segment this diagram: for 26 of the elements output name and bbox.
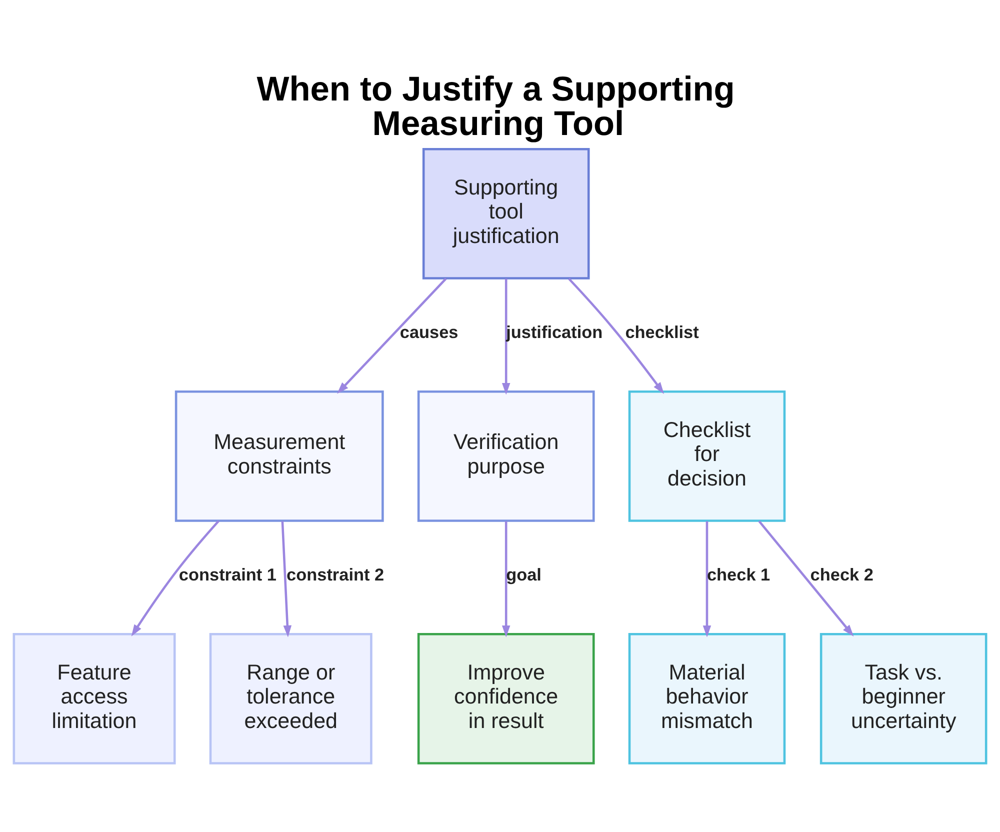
node-box: Checklist for decision — [628, 390, 786, 522]
arrow — [502, 278, 510, 395]
edge-label: checklist — [625, 322, 699, 342]
node-box: Material behavior mismatch — [628, 632, 786, 764]
edge-label: check 2 — [810, 564, 874, 584]
edge-label: causes — [400, 322, 458, 342]
arrow — [568, 278, 664, 394]
node-box: Feature access limitation — [12, 632, 176, 764]
arrow — [758, 520, 854, 636]
arrow — [702, 521, 712, 638]
node-box: Measurement constraints — [174, 390, 384, 522]
edge-label: constraint 1 — [178, 564, 276, 584]
edge-label: goal — [506, 564, 542, 584]
node-box: Verification purpose — [417, 390, 595, 522]
edge-label: constraint 2 — [286, 564, 384, 584]
diagram-title: When to Justify a Supporting Measuring Tool — [256, 70, 735, 144]
node-box: Supporting tool justification — [422, 148, 590, 280]
edge-label: justification — [506, 322, 603, 342]
node-box: Range or tolerance exceeded — [209, 632, 372, 764]
arrow — [337, 278, 447, 394]
arrow — [281, 521, 292, 638]
edge-label: check 1 — [706, 564, 770, 584]
node-box: Improve confidence in result — [417, 632, 595, 764]
arrow — [131, 520, 220, 636]
arrow — [502, 521, 510, 638]
node-box: Task vs. beginner uncertainty — [820, 632, 988, 764]
